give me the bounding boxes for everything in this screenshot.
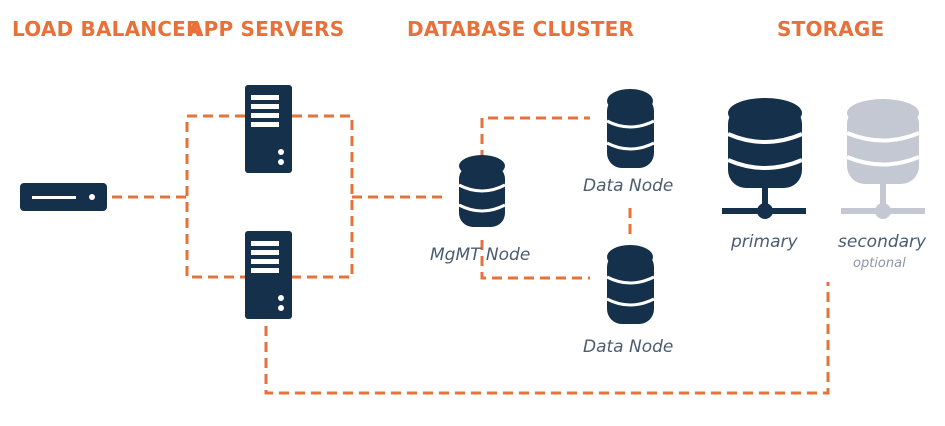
load-balancer-icon	[20, 183, 107, 211]
database-icon	[458, 155, 506, 227]
label-optional: optional	[853, 256, 906, 271]
label-mgmt-node: MgMT Node	[430, 245, 531, 265]
heading-database-cluster: DATABASE CLUSTER	[407, 17, 635, 41]
label-data-node-top: Data Node	[583, 176, 674, 196]
heading-storage: STORAGE	[777, 17, 885, 41]
connectors	[112, 114, 830, 395]
connector-mgmt-to-data-bottom	[480, 240, 590, 280]
connector-server-to-storage	[264, 282, 830, 395]
database-icon	[606, 89, 655, 168]
label-primary: primary	[731, 232, 798, 252]
connector-right-bracket	[292, 114, 354, 279]
storage-network-icon	[722, 98, 806, 219]
heading-load-balancer: LOAD BALANCER	[12, 17, 202, 41]
heading-app-servers: APP SERVERS	[188, 17, 345, 41]
storage-network-icon	[841, 99, 925, 219]
label-data-node-bottom: Data Node	[583, 337, 674, 357]
label-secondary: secondary	[838, 232, 927, 252]
server-tower-icon	[245, 231, 292, 319]
server-tower-icon	[245, 85, 292, 173]
connector-mgmt-to-data-top	[480, 116, 590, 160]
database-icon	[606, 245, 655, 324]
connector-left-bracket	[185, 114, 245, 279]
